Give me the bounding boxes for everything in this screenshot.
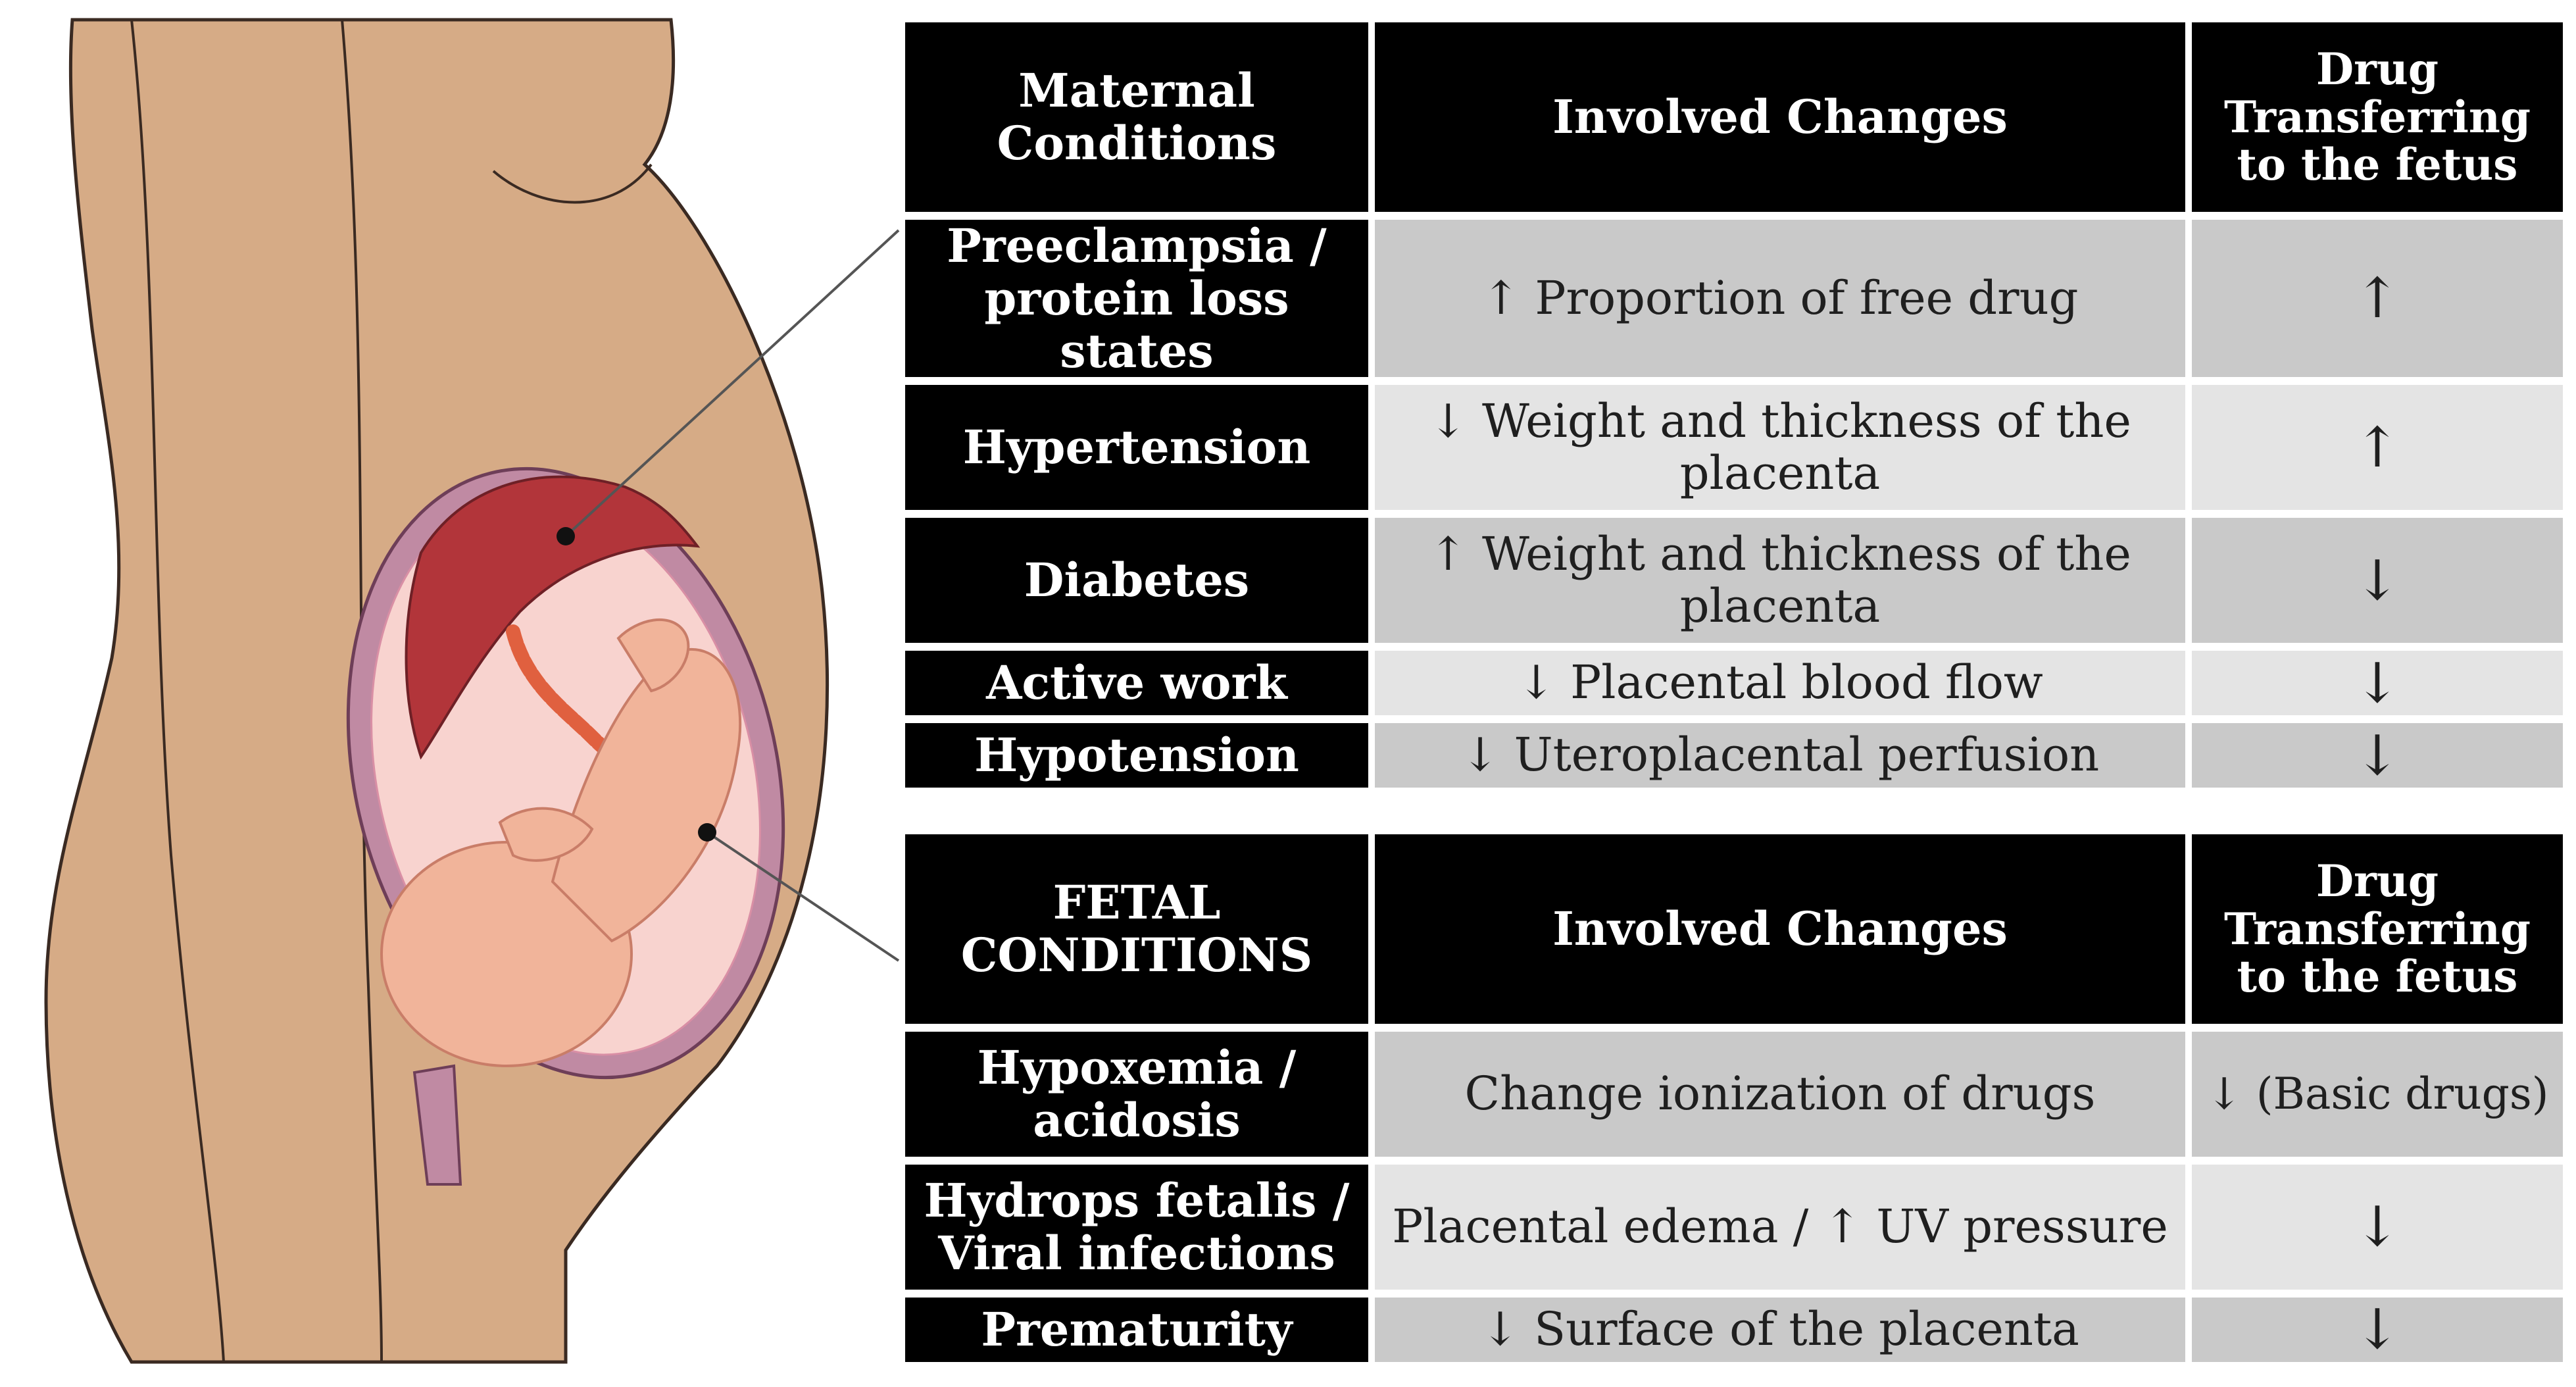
maternal-conditions-header: Maternal Conditions	[905, 22, 1368, 212]
change-cell: ↓ Uteroplacental perfusion	[1375, 723, 2185, 788]
transfer-cell: ↓	[2192, 723, 2563, 788]
change-cell: ↓ Weight and thickness of the placenta	[1375, 385, 2185, 511]
change-cell: ↓ Placental blood flow	[1375, 651, 2185, 716]
change-cell: ↓ Surface of the placenta	[1375, 1298, 2185, 1362]
pointer-dot-maternal	[557, 527, 575, 545]
fetus-arm	[498, 807, 594, 862]
transfer-cell: ↓	[2192, 651, 2563, 716]
change-cell: ↑ Proportion of free drug	[1375, 220, 2185, 378]
body-contour-line	[130, 19, 225, 1363]
placenta	[405, 475, 701, 760]
drug-transfer-header: Drug Transferring to the fetus	[2192, 22, 2563, 212]
table-row: Prematurity ↓ Surface of the placenta ↓	[905, 1298, 2563, 1362]
maternal-header-row: Maternal Conditions Involved Changes Dru…	[905, 22, 2563, 212]
breast-outline	[492, 163, 653, 204]
table-row: Hydrops fetalis / Viral infections Place…	[905, 1165, 2563, 1290]
fetal-header-row: FETAL CONDITIONS Involved Changes Drug T…	[905, 834, 2563, 1024]
fetus-body	[551, 647, 742, 943]
condition-cell: Active work	[905, 651, 1368, 716]
table-row: Hypertension ↓ Weight and thickness of t…	[905, 385, 2563, 511]
fetus-limb	[616, 618, 690, 693]
table-row: Hypotension ↓ Uteroplacental perfusion ↓	[905, 723, 2563, 788]
change-cell: Placental edema / ↑ UV pressure	[1375, 1165, 2185, 1290]
fetal-conditions-table: FETAL CONDITIONS Involved Changes Drug T…	[899, 826, 2569, 1370]
condition-cell: Preeclampsia / protein loss states	[905, 220, 1368, 378]
fetal-conditions-header: FETAL CONDITIONS	[905, 834, 1368, 1024]
drug-transfer-header: Drug Transferring to the fetus	[2192, 834, 2563, 1024]
table-row: Diabetes ↑ Weight and thickness of the p…	[905, 518, 2563, 643]
table-row: Hypoxemia / acidosis Change ionization o…	[905, 1032, 2563, 1157]
condition-cell: Hypoxemia / acidosis	[905, 1032, 1368, 1157]
condition-cell: Hypertension	[905, 385, 1368, 511]
pointer-line-fetal	[706, 831, 900, 962]
table-row: Preeclampsia / protein loss states ↑ Pro…	[905, 220, 2563, 378]
transfer-cell: ↑	[2192, 385, 2563, 511]
transfer-cell: ↓	[2192, 518, 2563, 643]
transfer-cell: ↓ (Basic drugs)	[2192, 1032, 2563, 1157]
transfer-cell: ↑	[2192, 220, 2563, 378]
change-cell: ↑ Weight and thickness of the placenta	[1375, 518, 2185, 643]
change-cell: Change ionization of drugs	[1375, 1032, 2185, 1157]
involved-changes-header: Involved Changes	[1375, 834, 2185, 1024]
transfer-cell: ↓	[2192, 1298, 2563, 1362]
condition-cell: Hypotension	[905, 723, 1368, 788]
condition-cell: Hydrops fetalis / Viral infections	[905, 1165, 1368, 1290]
condition-cell: Diabetes	[905, 518, 1368, 643]
condition-cell: Prematurity	[905, 1298, 1368, 1362]
cervix	[412, 1064, 462, 1186]
transfer-cell: ↓	[2192, 1165, 2563, 1290]
pointer-dot-fetal	[698, 823, 716, 842]
pregnancy-illustration	[44, 18, 900, 1364]
involved-changes-header: Involved Changes	[1375, 22, 2185, 212]
pointer-line-maternal	[564, 229, 900, 538]
maternal-conditions-table: Maternal Conditions Involved Changes Dru…	[899, 14, 2569, 795]
table-row: Active work ↓ Placental blood flow ↓	[905, 651, 2563, 716]
